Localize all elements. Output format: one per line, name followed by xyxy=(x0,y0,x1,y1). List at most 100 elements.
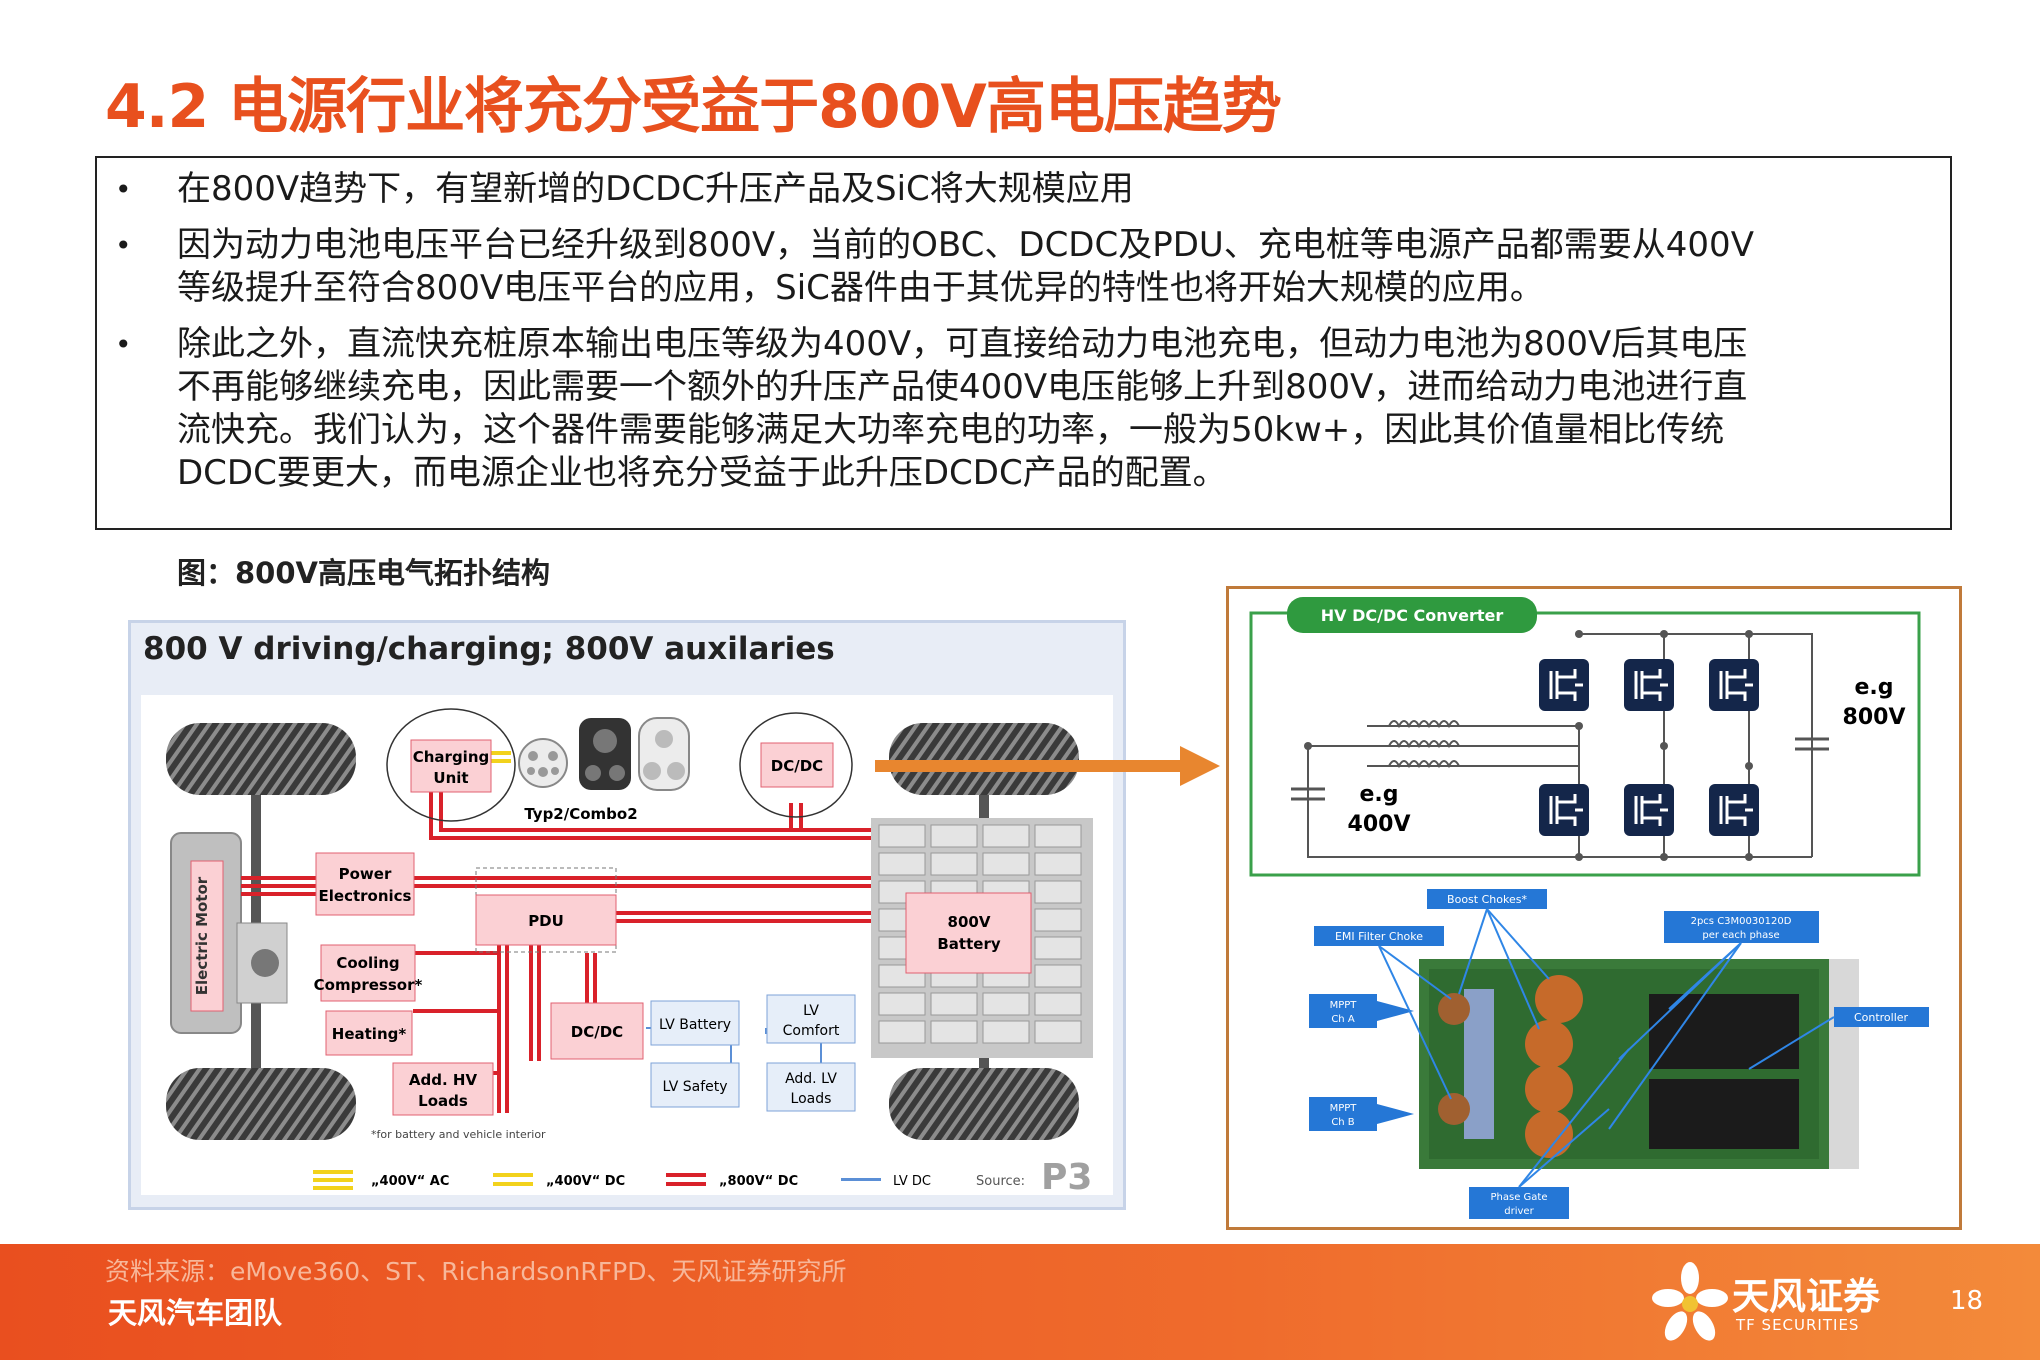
footer-source: 资料来源：eMove360、ST、RichardsonRFPD、天风证券研究所 xyxy=(105,1257,847,1286)
power-electronics: Power Electronics xyxy=(315,852,415,916)
battery-cell xyxy=(930,852,978,876)
callout-mppt-b-2: Ch B xyxy=(1331,1117,1354,1128)
dcdc-top-label: DC/DC xyxy=(771,757,823,775)
brand-name: 天风证券 xyxy=(1732,1275,1880,1318)
callout-emi-filter: EMI Filter Choke xyxy=(1335,930,1423,943)
callout-mppt-a-2: Ch A xyxy=(1331,1014,1354,1025)
mosfet-switches xyxy=(1539,659,1759,836)
callout-mppt-b-1: MPPT xyxy=(1330,1103,1358,1114)
add-hv-loads: Add. HV Loads xyxy=(392,1062,494,1116)
add-lv-loads: Add. LV Loads xyxy=(766,1062,856,1112)
converter-frame xyxy=(1249,611,1921,877)
battery-cell xyxy=(982,992,1030,1016)
battery-cell xyxy=(930,824,978,848)
hv-dcdc-svg: HV DC/DC Converter e.g xyxy=(1249,597,1929,1219)
bullet-dot: • xyxy=(115,328,132,361)
legend-800v-dc: „800V“ DC xyxy=(719,1174,798,1189)
battery-label-1: 800V xyxy=(948,913,991,931)
wheel-rear-top xyxy=(889,723,1079,795)
diagram-title: 800 V driving/charging; 800V auxilaries xyxy=(143,631,835,667)
inductors xyxy=(1388,720,1460,769)
topology-diagram: 800 V driving/charging; 800V auxilaries … xyxy=(128,620,1126,1210)
footnote: *for battery and vehicle interior xyxy=(371,1128,546,1141)
dcdc-mid: DC/DC xyxy=(550,1002,644,1060)
lv-safety-label: LV Safety xyxy=(662,1079,727,1095)
cooling-compressor: Cooling Compressor* xyxy=(314,944,423,1002)
connector-arrow xyxy=(875,746,1220,786)
brand-logo: 天风证券 TF SECURITIES xyxy=(1650,1260,1880,1350)
lv-battery: LV Battery xyxy=(650,1000,740,1046)
converter-tag xyxy=(1287,597,1537,633)
callout-mppt-a-1: MPPT xyxy=(1330,1000,1358,1011)
callout-controller: Controller xyxy=(1854,1011,1909,1024)
battery-cell xyxy=(1034,1020,1082,1044)
bullet-line: 流快充。我们认为，这个器件需要能够满足大功率充电的功率，一般为50kw+，因此其… xyxy=(177,410,1725,450)
bullet-line: 不再能够继续充电，因此需要一个额外的升压产品使400V电压能够上升到800V，进… xyxy=(177,367,1748,407)
battery-label-2: Battery xyxy=(937,935,1000,953)
dcdc-top: DC/DC xyxy=(739,712,853,818)
wheel-front-bottom xyxy=(166,1068,356,1140)
callouts: Boost Chokes* EMI Filter Choke 2pcs C3M0… xyxy=(1309,889,1929,1219)
brand-name-en: TF SECURITIES xyxy=(1736,1316,1860,1334)
legend: „400V“ AC „400V“ DC „800V“ DC LV DC Sour… xyxy=(313,1157,1092,1198)
battery-pack: 800V Battery xyxy=(871,818,1093,1058)
bullet-line: 在800V趋势下，有望新增的DCDC升压产品及SiC将大规模应用 xyxy=(177,169,1134,209)
callout-sic-1: 2pcs C3M0030120D xyxy=(1691,916,1792,927)
battery-cell xyxy=(982,852,1030,876)
battery-cell xyxy=(982,824,1030,848)
battery-cell xyxy=(1034,880,1082,904)
callout-sic-2: per each phase xyxy=(1702,930,1779,941)
wheel-rear-bottom xyxy=(889,1068,1079,1140)
wheel-front-top xyxy=(166,723,356,795)
callout-boost-chokes: Boost Chokes* xyxy=(1447,893,1527,906)
in-voltage-1: e.g xyxy=(1359,782,1398,807)
lv-battery-label: LV Battery xyxy=(659,1017,731,1033)
pdu-label: PDU xyxy=(528,912,564,930)
heating: Heating* xyxy=(325,1010,413,1056)
battery-cell xyxy=(1034,852,1082,876)
cooling-label-2: Compressor* xyxy=(314,976,423,994)
charging-unit: Charging Unit xyxy=(386,708,516,822)
lv-comfort-label-1: LV xyxy=(803,1003,819,1019)
pcb-board xyxy=(1419,959,1859,1169)
converter-label: HV DC/DC Converter xyxy=(1321,606,1504,625)
battery-cell xyxy=(878,992,926,1016)
in-voltage-2: 400V xyxy=(1348,812,1411,837)
circuit-nodes xyxy=(1304,630,1753,861)
dcdc-mid-label: DC/DC xyxy=(571,1023,623,1041)
add-hv-label-1: Add. HV xyxy=(409,1071,478,1089)
wires-800v xyxy=(241,781,871,1113)
battery-cell xyxy=(982,1020,1030,1044)
pdu: PDU xyxy=(475,867,617,953)
charging-unit-label-1: Charging xyxy=(413,748,490,766)
mosfet-icon xyxy=(1624,659,1674,711)
add-hv-label-2: Loads xyxy=(418,1092,468,1110)
flower-logo-icon xyxy=(1652,1262,1728,1341)
capacitors xyxy=(1291,737,1829,801)
out-voltage-2: 800V xyxy=(1843,705,1906,730)
heating-label: Heating* xyxy=(332,1025,407,1043)
callout-gate-driver-2: driver xyxy=(1504,1206,1534,1217)
bullet-line: 因为动力电池电压平台已经升级到800V，当前的OBC、DCDC及PDU、充电桩等… xyxy=(177,225,1754,265)
pe-label-1: Power xyxy=(339,865,392,883)
bullet-dot: • xyxy=(115,229,132,262)
mosfet-icon xyxy=(1709,659,1759,711)
battery-cell xyxy=(1034,992,1082,1016)
battery-cell xyxy=(930,992,978,1016)
charging-unit-label-2: Unit xyxy=(433,769,468,787)
pe-label-2: Electronics xyxy=(319,887,412,905)
bullet-line: 等级提升至符合800V电压平台的应用，SiC器件由于其优异的特性也将开始大规模的… xyxy=(177,268,1544,308)
bullet-1: • 在800V趋势下，有望新增的DCDC升压产品及SiC将大规模应用 xyxy=(97,168,1920,211)
mosfet-icon xyxy=(1709,784,1759,836)
page-number: 18 xyxy=(1950,1286,1984,1316)
motor-label: Electric Motor xyxy=(193,876,211,995)
footer-team: 天风汽车团队 xyxy=(108,1296,283,1330)
bullet-2: • 因为动力电池电压平台已经升级到800V，当前的OBC、DCDC及PDU、充电… xyxy=(97,224,1920,310)
footer-bar: 资料来源：eMove360、ST、RichardsonRFPD、天风证券研究所 … xyxy=(0,1244,2040,1360)
add-lv-label-2: Loads xyxy=(791,1091,832,1107)
figure-caption: 图：800V高压电气拓扑结构 xyxy=(177,556,550,590)
lv-comfort-label-2: Comfort xyxy=(783,1023,840,1039)
out-voltage-1: e.g xyxy=(1854,675,1893,700)
bullet-dot: • xyxy=(115,173,132,206)
lv-comfort: LV Comfort xyxy=(766,994,856,1044)
